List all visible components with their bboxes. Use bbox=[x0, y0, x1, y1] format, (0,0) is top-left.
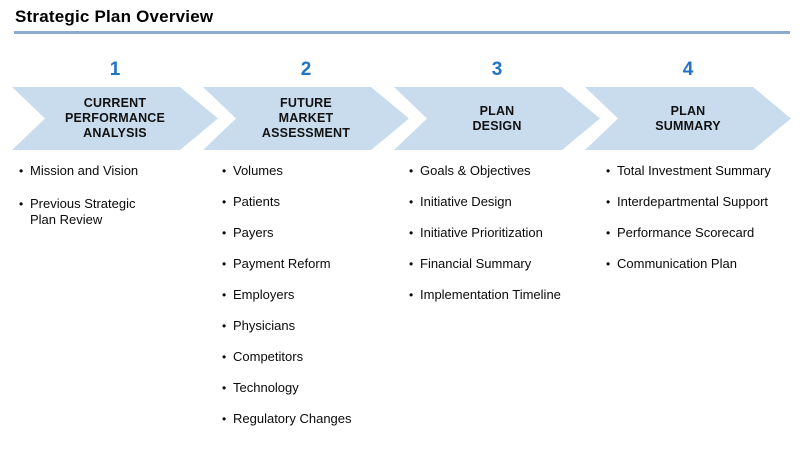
bullet-item: Financial Summary bbox=[408, 256, 593, 272]
bullet-list: Mission and Vision Previous Strategic Pl… bbox=[18, 163, 143, 228]
bullet-item: Performance Scorecard bbox=[605, 225, 790, 241]
step-current-performance-analysis: 1 CURRENT PERFORMANCE ANALYSIS Mission a… bbox=[12, 58, 218, 245]
bullet-item: Mission and Vision bbox=[18, 163, 143, 179]
chevron-label-line: SUMMARY bbox=[655, 118, 721, 133]
chevron-arrow: PLAN DESIGN bbox=[394, 87, 600, 150]
chevron-label: FUTURE MARKET ASSESSMENT bbox=[262, 96, 350, 141]
bullet-item: Previous Strategic Plan Review bbox=[18, 196, 143, 228]
bullet-item: Employers bbox=[221, 287, 401, 303]
bullet-item: Initiative Prioritization bbox=[408, 225, 593, 241]
chevron-label: PLAN DESIGN bbox=[472, 104, 521, 134]
bullet-item: Technology bbox=[221, 380, 401, 396]
bullet-item: Initiative Design bbox=[408, 194, 593, 210]
chevron-arrow: PLAN SUMMARY bbox=[585, 87, 791, 150]
chevron-label: CURRENT PERFORMANCE ANALYSIS bbox=[65, 96, 165, 141]
bullet-item: Payment Reform bbox=[221, 256, 401, 272]
bullet-item: Payers bbox=[221, 225, 401, 241]
bullet-list: Goals & Objectives Initiative Design Ini… bbox=[408, 163, 593, 303]
step-plan-summary: 4 PLAN SUMMARY Total Investment Summary … bbox=[585, 58, 791, 287]
bullet-item: Volumes bbox=[221, 163, 401, 179]
bullet-item: Goals & Objectives bbox=[408, 163, 593, 179]
chevron-label-line: ASSESSMENT bbox=[261, 126, 351, 140]
chevron-arrow: FUTURE MARKET ASSESSMENT bbox=[203, 87, 409, 150]
bullet-item: Patients bbox=[221, 194, 401, 210]
chevron-label-line: ANALYSIS bbox=[83, 126, 147, 140]
chevron-label-line: DESIGN bbox=[472, 118, 522, 133]
page-title: Strategic Plan Overview bbox=[15, 7, 214, 26]
bullet-item: Implementation Timeline bbox=[408, 287, 593, 303]
chevron-label-line: PLAN bbox=[479, 103, 515, 118]
chevron-label-line: CURRENT bbox=[83, 96, 147, 110]
step-plan-design: 3 PLAN DESIGN Goals & Objectives Initiat… bbox=[394, 58, 600, 318]
bullet-item: Total Investment Summary bbox=[605, 163, 790, 179]
title-underline bbox=[14, 31, 790, 34]
bullet-item: Competitors bbox=[221, 349, 401, 365]
step-future-market-assessment: 2 FUTURE MARKET ASSESSMENT Volumes Patie… bbox=[203, 58, 409, 442]
bullet-list: Total Investment Summary Interdepartment… bbox=[605, 163, 790, 272]
chevron-label-line: PLAN bbox=[670, 103, 706, 118]
bullet-item: Regulatory Changes bbox=[221, 411, 401, 427]
step-number: 2 bbox=[300, 59, 312, 80]
bullet-item: Interdepartmental Support bbox=[605, 194, 790, 210]
bullet-list: Volumes Patients Payers Payment Reform E… bbox=[221, 163, 401, 427]
chevron-label-line: MARKET bbox=[278, 111, 334, 125]
step-number: 3 bbox=[491, 59, 503, 80]
chevron-label-line: PERFORMANCE bbox=[64, 111, 166, 125]
bullet-item: Physicians bbox=[221, 318, 401, 334]
chevron-arrow: CURRENT PERFORMANCE ANALYSIS bbox=[12, 87, 218, 150]
chevron-label-line: FUTURE bbox=[280, 96, 332, 110]
chevron-label: PLAN SUMMARY bbox=[655, 104, 721, 134]
bullet-item: Communication Plan bbox=[605, 256, 790, 272]
step-number: 4 bbox=[682, 59, 694, 80]
step-number: 1 bbox=[109, 59, 121, 80]
